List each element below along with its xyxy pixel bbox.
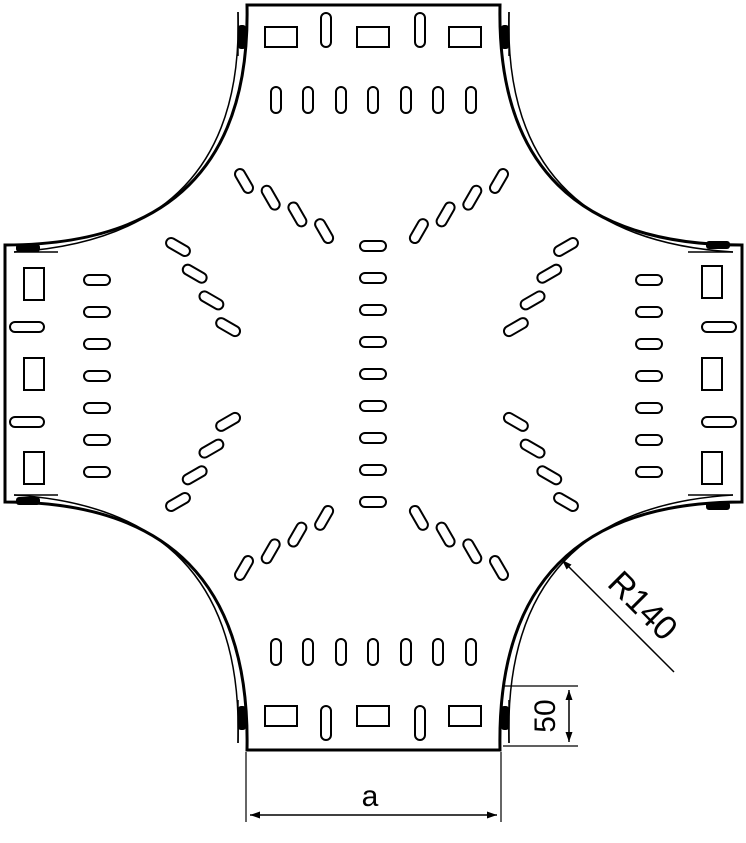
diagonal-slot <box>181 465 208 486</box>
diagonal-slot <box>260 184 281 211</box>
perforations-top-end <box>264 12 482 48</box>
diagonal-slot <box>519 438 546 459</box>
diagonal-slot <box>215 317 242 338</box>
diagonal-slot <box>489 555 509 581</box>
flange-curve-top-right <box>508 11 734 253</box>
diagonal-slot <box>435 521 456 548</box>
diagonal-slot <box>408 504 429 531</box>
bolt-right-top <box>706 241 730 249</box>
diagonal-slot <box>181 263 208 284</box>
diagonal-slot <box>234 555 255 581</box>
diagonal-slot <box>502 411 529 432</box>
diagonal-slot <box>536 263 563 284</box>
diagonal-slot <box>198 438 225 459</box>
bolt-top-right <box>501 25 509 49</box>
flange-curve-top-left <box>13 11 239 253</box>
perforations-left-end <box>9 267 45 485</box>
diagonal-slot <box>287 521 308 548</box>
perforations-right-column <box>635 274 663 478</box>
diagonal-slot <box>536 465 563 486</box>
perforations-diagonal-left-upper <box>165 237 242 338</box>
diagonal-slot <box>165 237 191 257</box>
diagonal-slot <box>165 492 191 512</box>
diagonal-slot <box>462 184 483 211</box>
perforations-diagonal-left-lower <box>165 411 242 512</box>
diagonal-slot <box>314 218 335 245</box>
width-label: a <box>362 780 379 813</box>
radius-dimension: R140 <box>561 559 685 673</box>
perforations-diagonal-top-left <box>234 168 335 245</box>
flange-curve-bottom-left <box>13 494 239 744</box>
perforations-bottom-end <box>264 705 482 741</box>
radius-label: R140 <box>600 564 684 648</box>
diagonal-slot <box>519 290 546 311</box>
bolt-left-bottom <box>16 497 40 505</box>
diagonal-slot <box>408 218 429 245</box>
bolt-bottom-left <box>238 706 246 730</box>
perforations-top-row <box>270 86 477 114</box>
diagonal-slot <box>314 504 335 531</box>
perforations-bottom-row <box>270 638 477 666</box>
perforations-diagonal-right-lower <box>502 411 579 512</box>
bolt-right-bottom <box>706 502 730 510</box>
diagonal-slot <box>435 201 456 228</box>
diagonal-slot <box>215 411 242 432</box>
diagonal-slot <box>553 492 579 512</box>
diagonal-slot <box>234 168 254 194</box>
bolt-top-left <box>238 25 246 49</box>
diagonal-slot <box>287 201 308 228</box>
width-dimension: a <box>245 752 502 822</box>
perforations-right-end <box>701 265 737 485</box>
height-dimension: 50 <box>503 685 578 747</box>
diagonal-slot <box>462 538 483 565</box>
perforations-left-column <box>83 274 111 478</box>
diagonal-slot <box>553 237 579 257</box>
perforations-diagonal-right-upper <box>502 237 579 338</box>
diagonal-slot <box>198 290 225 311</box>
bolt-left-top <box>16 244 40 252</box>
perforations-diagonal-bottom-left <box>234 504 335 581</box>
perforations-diagonal-bottom-right <box>408 504 509 581</box>
perforations-diagonal-top-right <box>408 168 509 245</box>
diagonal-slot <box>489 168 509 194</box>
diagonal-slot <box>502 317 529 338</box>
diagonal-slot <box>260 538 281 565</box>
perforations-center-column <box>359 240 387 508</box>
bolt-bottom-right <box>501 706 509 730</box>
flange-curve-bottom-right <box>508 494 734 744</box>
height-label: 50 <box>529 699 562 732</box>
